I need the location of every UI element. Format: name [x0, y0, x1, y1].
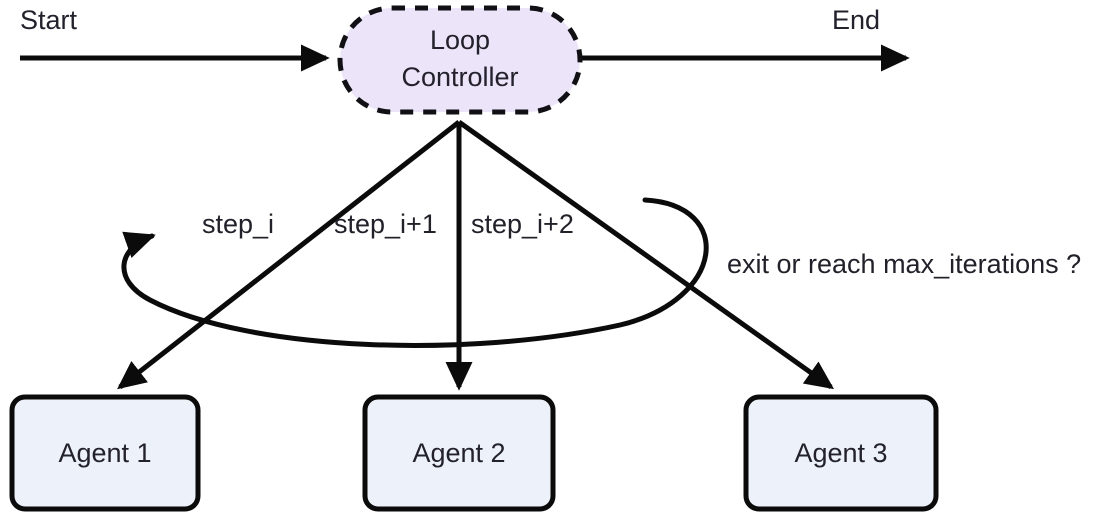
edge-label-step-i-plus-2: step_i+2: [471, 209, 574, 239]
edge-label-loopback-condition: exit or reach max_iterations ?: [727, 249, 1081, 279]
agent-1-label: Agent 1: [58, 438, 151, 468]
edge-label-step-i: step_i: [202, 209, 274, 239]
edge-controller-to-agent-3: [457, 119, 835, 390]
loop-controller-label-line1: Loop: [430, 25, 490, 55]
node-agent-2[interactable]: [362, 394, 556, 512]
edge-label-step-i-plus-1: step_i+1: [334, 209, 437, 239]
node-agent-3[interactable]: [743, 394, 939, 512]
node-agent-1[interactable]: [9, 394, 201, 512]
start-label: Start: [20, 5, 78, 35]
loop-controller-label-line2: Controller: [401, 62, 518, 92]
node-loop-controller[interactable]: [337, 5, 583, 115]
edge-loopback-curve: [121, 197, 709, 348]
end-label: End: [832, 5, 880, 35]
edge-controller-to-agent-1: [117, 120, 461, 390]
agent-3-label: Agent 3: [794, 438, 887, 468]
agent-2-label: Agent 2: [412, 438, 505, 468]
